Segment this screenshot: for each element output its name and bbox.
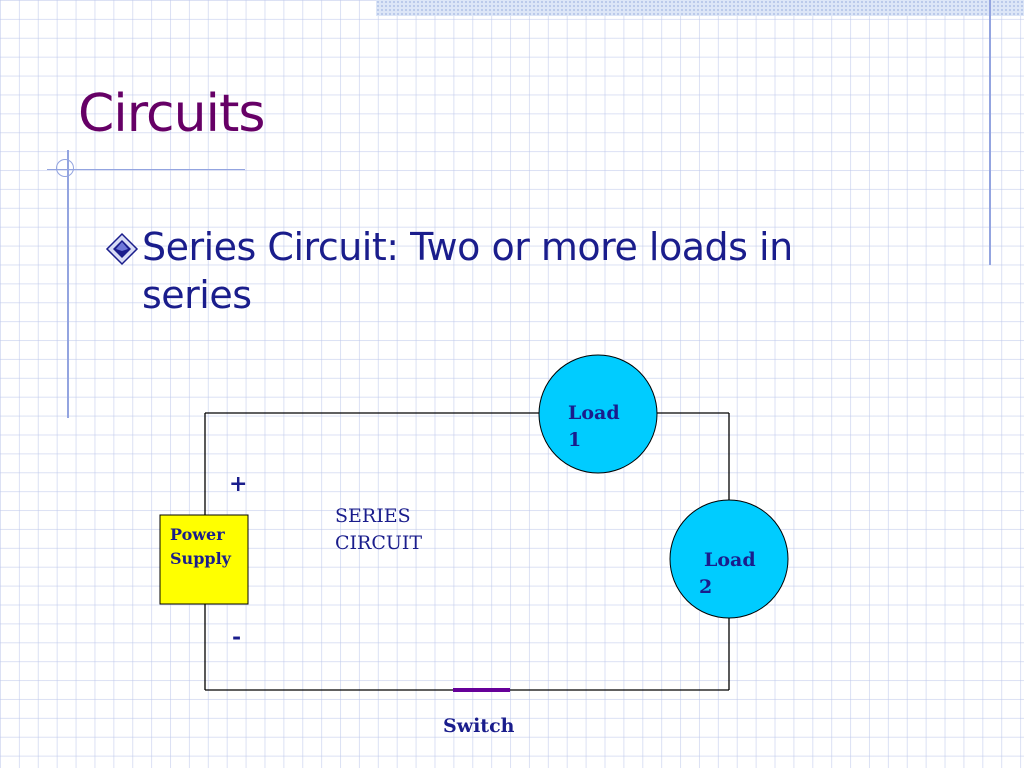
plus-sign: + — [229, 471, 247, 497]
slide-title: Circuits — [78, 84, 265, 144]
power-supply-label-line2: Supply — [170, 549, 232, 568]
power-supply-label-line1: Power — [170, 525, 225, 544]
load-1 — [538, 354, 658, 474]
title-ring-ornament — [56, 159, 74, 177]
minus-sign: - — [232, 624, 241, 650]
load-2 — [669, 499, 789, 619]
load-2-label-line2: 2 — [699, 576, 712, 598]
series-circuit-caption-line2: CIRCUIT — [335, 532, 422, 554]
load-1-label-line2: 1 — [568, 429, 581, 451]
title-underline — [47, 169, 245, 170]
right-accent-line — [989, 0, 991, 265]
switch — [453, 688, 510, 692]
series-circuit-caption-line1: SERIES — [335, 505, 411, 527]
diamond-bullet-icon — [105, 232, 139, 266]
load-1-label-line1: Load — [568, 402, 620, 424]
top-decorative-band — [376, 0, 1024, 16]
power-supply — [159, 514, 249, 605]
left-accent-line — [67, 150, 69, 418]
load-2-label-line1: Load — [704, 549, 756, 571]
switch-label: Switch — [443, 715, 515, 737]
bullet-text: Series Circuit: Two or more loads in ser… — [142, 225, 793, 317]
